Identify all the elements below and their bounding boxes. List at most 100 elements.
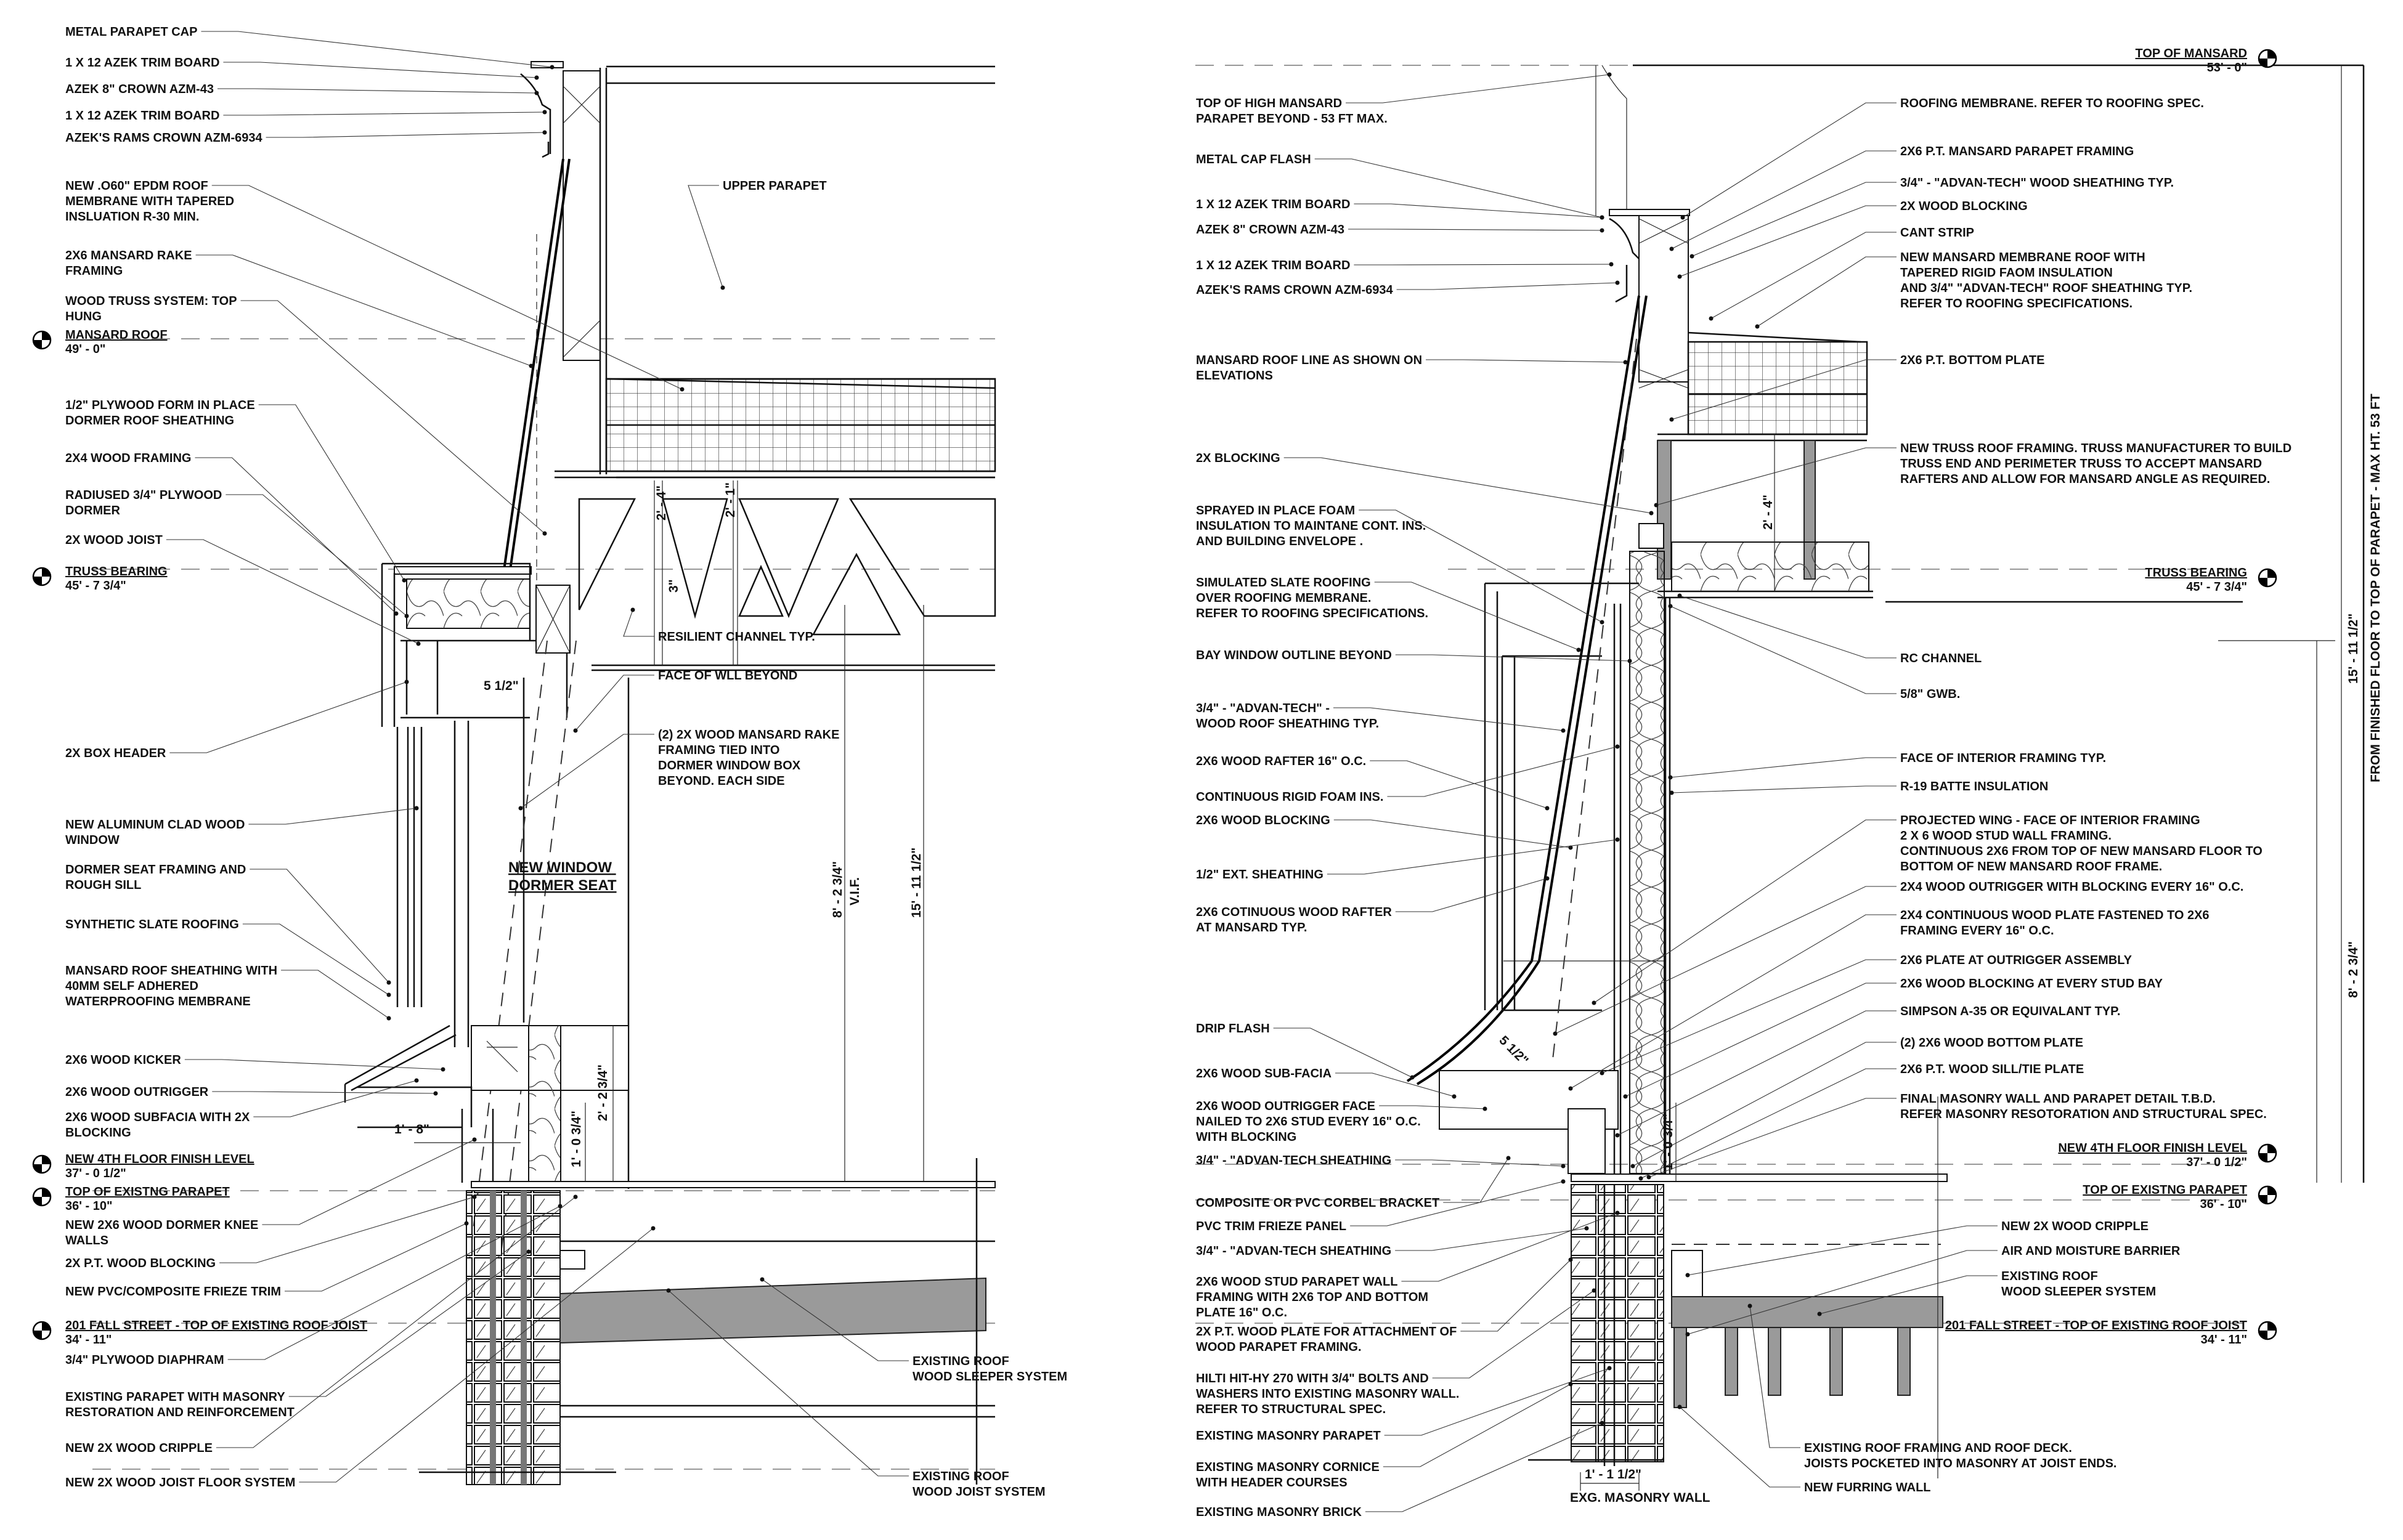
callout-label: 2X6 WOOD RAFTER 16" O.C. <box>1196 755 1366 768</box>
leader-line <box>1679 595 1897 659</box>
callout-label-line: MEMBRANE WITH TAPERED <box>65 195 234 208</box>
level-elevation: 37' - 0 1/2" <box>65 1167 126 1180</box>
callout-label: EXISTING ROOF FRAMING AND ROOF DECK.JOIS… <box>1804 1441 2116 1470</box>
room-label: NEW WINDOW DORMER SEAT <box>508 859 617 894</box>
leader-line <box>184 1059 444 1070</box>
callout-label-line: AND BUILDING ENVELOPE . <box>1196 535 1363 548</box>
callout-label: 5/8" GWB. <box>1900 687 1960 701</box>
leader-arrowhead <box>1627 659 1632 663</box>
leader-arrowhead <box>1669 246 1674 251</box>
leader-arrowhead <box>404 614 409 618</box>
leader-arrowhead <box>1600 1071 1604 1076</box>
leader-arrowhead <box>1623 360 1628 365</box>
leader-line <box>248 808 417 825</box>
callout-label-line: SIMULATED SLATE ROOFING <box>1196 576 1371 590</box>
callout-label-line: NAILED TO 2X6 STUD EVERY 16" O.C. <box>1196 1115 1421 1129</box>
leader-arrowhead <box>573 1194 578 1199</box>
callout-label-line: BOTTOM OF NEW MANSARD ROOF FRAME. <box>1900 860 2162 873</box>
leader-line <box>1648 1098 1897 1178</box>
leader-line <box>1384 1368 1610 1436</box>
leader-arrowhead <box>1709 316 1714 321</box>
callout-label-line: (2) 2X WOOD MANSARD RAKE <box>658 728 839 742</box>
leader-arrowhead <box>534 75 539 80</box>
callout-label-line: 1 X 12 AZEK TRIM BOARD <box>65 109 219 123</box>
callout-label: 2X6 WOOD BLOCKING <box>1196 814 1330 827</box>
callout-label-line: CONTINUOUS 2X6 FROM TOP OF NEW MANSARD F… <box>1900 845 2263 858</box>
leader-line <box>1387 746 1618 797</box>
callout-label-line: INSLUATION R-30 MIN. <box>65 210 199 224</box>
callout-label-line: REFER MASONRY RESOTORATION AND STRUCTURA… <box>1900 1108 2267 1121</box>
callout-label-line: NEW 2X WOOD CRIPPLE <box>65 1441 213 1455</box>
callout-label: NEW TRUSS ROOF FRAMING. TRUSS MANUFACTUR… <box>1900 442 2291 486</box>
leader-line <box>1710 232 1897 319</box>
leader-line <box>1640 1068 1897 1179</box>
leader-line <box>1395 1159 1564 1167</box>
dimension-text: V.I.F. <box>848 877 862 906</box>
leader-arrowhead <box>1669 417 1674 422</box>
leader-line <box>262 1139 475 1225</box>
leader-arrowhead <box>542 110 547 115</box>
leader-arrowhead <box>1668 775 1673 780</box>
leader-line <box>266 132 545 138</box>
callout-label-line: EXISTING ROOF FRAMING AND ROOF DECK. <box>1804 1441 2072 1455</box>
callout-label: 2X6 P.T. WOOD SILL/TIE PLATE <box>1900 1063 2084 1076</box>
leader-line <box>1687 1225 1998 1276</box>
leader-line <box>195 254 532 367</box>
callout-label-line: AZEK 8" CROWN AZM-43 <box>1196 223 1344 237</box>
callout-label-line: 3/4" - "ADVAN-TECH" WOOD SHEATHING TYP. <box>1900 176 2174 190</box>
callout-label-line: RAFTERS AND ALLOW FOR MANSARD ANGLE AS R… <box>1900 472 2270 486</box>
callout-label: AZEK 8" CROWN AZM-43 <box>65 83 214 96</box>
leader-arrowhead <box>1615 744 1620 749</box>
leader-line <box>1570 914 1897 1089</box>
leader-arrowhead <box>1689 254 1694 259</box>
callout-label-line: WITH HEADER COURSES <box>1196 1476 1348 1489</box>
leader-arrowhead <box>542 130 547 135</box>
dimension-text: 1' - 0 3/4" <box>569 1111 583 1167</box>
leader-arrowhead <box>472 1194 477 1199</box>
callout-label-line: 2X6 P.T. WOOD SILL/TIE PLATE <box>1900 1063 2084 1076</box>
callout-label: AZEK'S RAMS CROWN AZM-6934 <box>65 131 262 145</box>
callout-label: BAY WINDOW OUTLINE BEYOND <box>1196 649 1392 662</box>
callout-label-line: TAPERED RIGID FAOM INSULATION <box>1900 266 2113 280</box>
callout-label: 2X6 WOOD BLOCKING AT EVERY STUD BAY <box>1900 977 2163 991</box>
callout-label: UPPER PARAPET <box>723 179 827 193</box>
leader-line <box>226 494 407 617</box>
dimension-text: 5 1/2" <box>484 679 519 693</box>
callout-label-line: 2X WOOD BLOCKING <box>1900 200 2028 213</box>
level-name: NEW 4TH FLOOR FINISH LEVEL <box>2058 1141 2247 1155</box>
callout-label: RC CHANNEL <box>1900 652 1982 665</box>
leader-line <box>1670 606 1897 694</box>
leader-arrowhead <box>1561 1179 1566 1184</box>
leader-line <box>219 1196 475 1263</box>
callout-label-line: COMPOSITE OR PVC CORBEL BRACKET <box>1196 1196 1439 1210</box>
callout-label-line: SYNTHETIC SLATE ROOFING <box>65 918 239 931</box>
leader-line <box>166 539 419 644</box>
leader-line <box>216 1196 576 1448</box>
level-elevation: 34' - 11" <box>65 1333 112 1347</box>
callout-label: 2X WOOD BLOCKING <box>1900 200 2028 213</box>
leader-arrowhead <box>1506 1156 1511 1161</box>
leader-line <box>288 1251 529 1397</box>
level-name: TOP OF MANSARD <box>2136 47 2248 60</box>
level-name: TOP OF EXISTNG PARAPET <box>2083 1183 2247 1197</box>
callout-label: 3/4" - "ADVAN-TECH" -WOOD ROOF SHEATHING… <box>1196 702 1379 731</box>
callout-label-line: 3/4" - "ADVAN-TECH SHEATHING <box>1196 1154 1391 1167</box>
callout-label: 2X4 WOOD FRAMING <box>65 452 191 465</box>
leader-arrowhead <box>760 1277 765 1282</box>
level-name: TOP OF EXISTNG PARAPET <box>65 1185 230 1199</box>
leader-arrowhead <box>394 611 399 616</box>
leader-arrowhead <box>1755 324 1760 329</box>
level-name: 201 FALL STREET - TOP OF EXISTING ROOF J… <box>1945 1319 2247 1332</box>
callout-label: CONTINUOUS RIGID FOAM INS. <box>1196 790 1383 804</box>
callout-label-line: 3/4" - "ADVAN-TECH SHEATHING <box>1196 1244 1391 1258</box>
level-marker-icon <box>2258 568 2277 588</box>
